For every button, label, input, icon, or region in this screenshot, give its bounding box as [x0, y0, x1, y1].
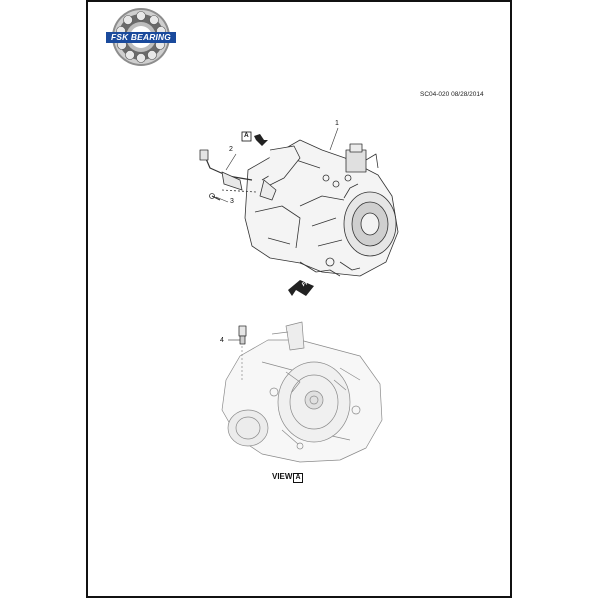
brand-logo: FSK BEARING: [106, 6, 176, 68]
view-a-arrow: [241, 131, 268, 146]
callout-2: 2: [229, 146, 233, 153]
logo-text: FSK BEARING: [106, 32, 176, 43]
page-frame: [86, 0, 512, 598]
callout-3: 3: [230, 198, 234, 205]
front-arrow: [288, 280, 314, 296]
callout-4: 4: [220, 337, 224, 344]
document-code: SC04-020 08/28/2014: [420, 91, 484, 98]
view-marker-letter: A: [244, 132, 249, 139]
callout-1: 1: [335, 120, 339, 127]
view-letter-box: A: [293, 473, 303, 483]
view-word: VIEW: [272, 472, 293, 481]
